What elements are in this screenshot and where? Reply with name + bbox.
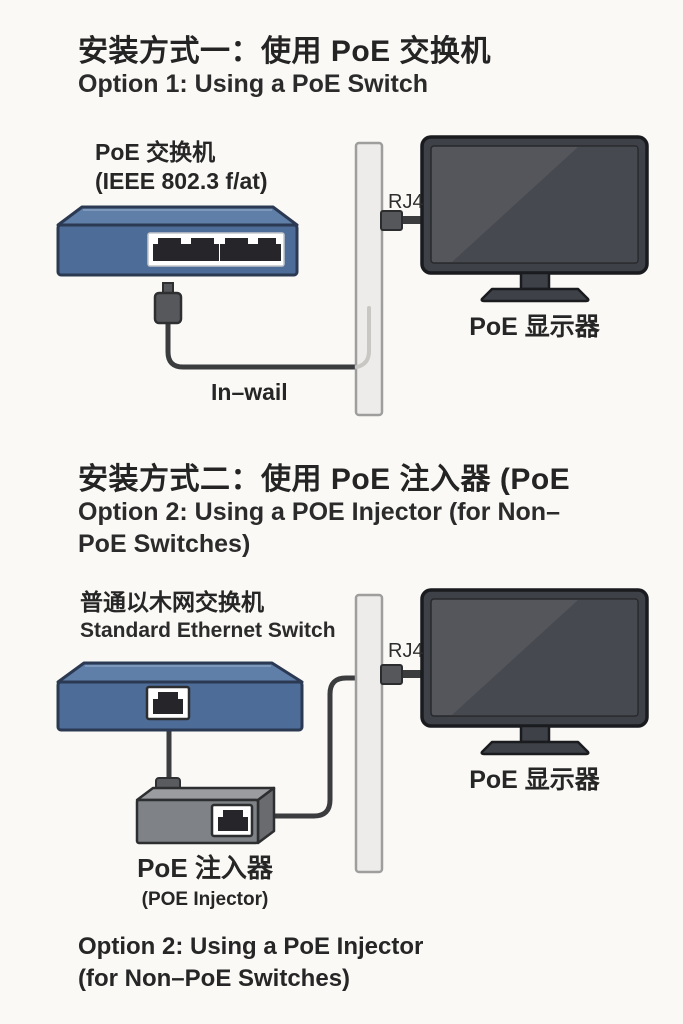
injector-label-zh: PoE 注入器 xyxy=(137,853,273,883)
section1-inwall-label: In–wail xyxy=(211,379,288,405)
section2-switch-label: 普通以木网交换机 Standard Ethernet Switch xyxy=(80,588,336,644)
footer-line2: (for Non–PoE Switches) xyxy=(78,965,351,992)
wall-plug-icon xyxy=(380,210,423,231)
ethernet-cable xyxy=(165,315,363,370)
monitor-stand-base xyxy=(480,287,590,303)
rj45-port-icon xyxy=(220,238,253,261)
section1-switch-label: PoE 交换机 (IEEE 802.3 f/at) xyxy=(95,138,268,196)
section2-switch-label-en: Standard Ethernet Switch xyxy=(80,619,336,642)
rj45-port-icon xyxy=(153,238,186,261)
wall-plug-icon xyxy=(380,664,423,685)
poe-display-icon xyxy=(420,135,649,303)
poe-display-icon xyxy=(420,588,649,756)
injector-label: PoE 注入器 (POE Injector) xyxy=(130,848,280,911)
section1-switch-label-en: (IEEE 802.3 f/at) xyxy=(95,168,268,194)
section1-rj4-label: RJ4 xyxy=(388,191,424,213)
poe-injector-icon xyxy=(135,786,276,845)
footer-line1: Option 2: Using a PoE Injector xyxy=(78,933,424,960)
rj45-port-icon xyxy=(253,238,281,261)
wall xyxy=(354,593,384,874)
section1-monitor-label: PoE 显示器 xyxy=(469,313,600,341)
cable-plug-icon xyxy=(153,282,183,325)
ethernet-switch-icon xyxy=(56,661,304,732)
ethernet-cable xyxy=(269,675,365,819)
monitor-stand-neck xyxy=(519,271,551,291)
section1-title-zh: 安装方式一：使用 PoE 交换机 xyxy=(78,35,492,68)
section2-title-en-line2: PoE Switches) xyxy=(78,530,251,558)
section1-title-en: Option 1: Using a PoE Switch xyxy=(78,70,429,98)
monitor-stand-neck xyxy=(519,724,551,744)
poe-switch-icon xyxy=(56,205,299,277)
monitor-stand-base xyxy=(480,740,590,756)
injector-label-en: (POE Injector) xyxy=(141,889,269,910)
wall xyxy=(354,141,384,417)
rj45-port-icon xyxy=(218,810,248,831)
section2-title-en-line1: Option 2: Using a POE Injector (for Non– xyxy=(78,498,560,526)
section2-switch-label-zh: 普通以木网交换机 xyxy=(80,589,264,615)
section1-diagram xyxy=(56,135,649,417)
section2-rj4-label: RJ4 xyxy=(388,640,424,662)
section2-monitor-label: PoE 显示器 xyxy=(469,766,600,794)
rj45-port-icon xyxy=(186,238,219,261)
rj45-port-icon xyxy=(153,692,183,714)
section2-title-zh: 安装方式二：使用 PoE 注入器 (PoE xyxy=(78,463,571,496)
section2-diagram xyxy=(56,588,649,874)
in-wall-cable-icon xyxy=(355,306,371,369)
section1-switch-label-zh: PoE 交换机 xyxy=(95,139,216,165)
